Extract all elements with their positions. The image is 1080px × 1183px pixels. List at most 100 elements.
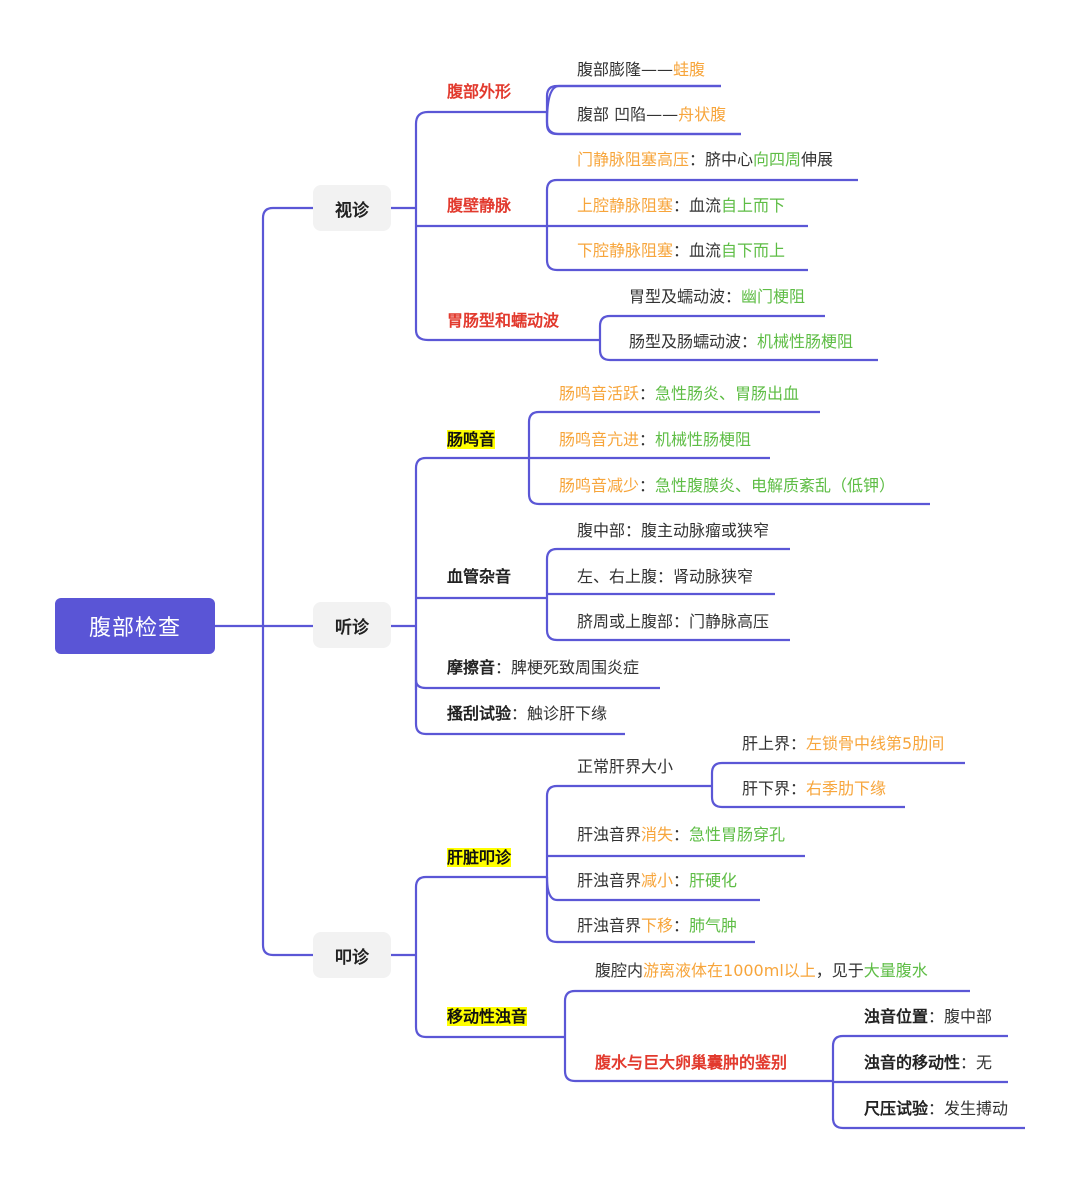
node-ascites-volume[interactable]: 腹腔内游离液体在1000ml以上，见于大量腹水 (595, 960, 928, 982)
node-text-segment: 胃型及蠕动波： (629, 287, 742, 306)
node-text-segment: 浊音位置 (864, 1007, 929, 1026)
node-text-segment: ： (673, 916, 690, 935)
node-text-segment: ： (639, 384, 656, 403)
node-text-segment: 肺气肿 (689, 916, 738, 935)
node-portal-hypertension[interactable]: 门静脉阻塞高压：脐中心向四周伸展 (577, 149, 833, 171)
connector-liver-normal (710, 761, 965, 809)
node-text-segment: 肠型及肠蠕动波： (629, 332, 758, 351)
node-abdominal-sunken[interactable]: 腹部 凹陷——舟状腹 (577, 104, 726, 126)
connector-inspection-trunk (414, 110, 600, 342)
node-text-segment: 胃肠型和蠕动波 (447, 311, 560, 330)
node-bowel-active[interactable]: 肠鸣音活跃：急性肠炎、胃肠出血 (559, 383, 799, 405)
node-text-segment: ：触诊肝下缘 (511, 704, 608, 723)
node-text-segment: 肠鸣音亢进 (559, 430, 640, 449)
node-text-segment: 下腔静脉阻塞 (577, 241, 674, 260)
root-node[interactable]: 腹部检查 (55, 598, 215, 654)
node-friction-rub[interactable]: 摩擦音：脾梗死致周围炎症 (447, 657, 639, 679)
connector-percussion-trunk (414, 875, 565, 1039)
connector-root-trunk (261, 206, 313, 957)
node-dullness-lowered[interactable]: 肝浊音界下移：肺气肿 (577, 915, 737, 937)
node-text-segment: 肠鸣音减少 (559, 476, 640, 495)
node-bowel-sound[interactable]: 肠鸣音 (447, 429, 496, 451)
node-text-segment: 右季肋下缘 (806, 779, 887, 798)
node-shifting-dullness[interactable]: 移动性浊音 (447, 1006, 528, 1028)
node-text-segment: 舟状腹 (678, 105, 727, 124)
node-text-segment: 大量腹水 (863, 961, 928, 980)
node-text-segment: ： (639, 430, 656, 449)
node-dullness-disappear[interactable]: 肝浊音界消失：急性胃肠穿孔 (577, 824, 785, 846)
node-text-segment: ： (673, 871, 690, 890)
connector-abd-vein (545, 178, 858, 272)
node-text-segment: 肝下界： (742, 779, 807, 798)
node-bruit-umbilical[interactable]: 脐周或上腹部：门静脉高压 (577, 611, 769, 633)
node-dullness-reduced[interactable]: 肝浊音界减小：肝硬化 (577, 870, 737, 892)
node-text-segment: 腹部外形 (447, 82, 512, 101)
node-text-segment: 肠鸣音活跃 (559, 384, 640, 403)
node-text-segment: 腹水与巨大卵巢囊肿的鉴别 (595, 1053, 788, 1072)
node-text-segment: 蛙腹 (673, 60, 706, 79)
node-text-segment: 肝上界： (742, 734, 807, 753)
node-text-segment: ：腹中部 (928, 1007, 993, 1026)
node-ascites-vs-ovarian-cyst[interactable]: 腹水与巨大卵巢囊肿的鉴别 (595, 1052, 787, 1074)
node-liver-lower-border[interactable]: 肝下界：右季肋下缘 (742, 778, 886, 800)
node-text-segment: 左、右上腹：肾动脉狭窄 (577, 567, 754, 586)
node-text-segment: 移动性浊音 (447, 1007, 528, 1026)
node-text-segment: 上腔静脉阻塞 (577, 196, 674, 215)
node-text-segment: 肝浊音界 (577, 871, 642, 890)
node-text-segment: 左锁骨中线第5肋间 (806, 734, 945, 753)
node-text-segment: 机械性肠梗阻 (757, 332, 854, 351)
node-liver-normal-size[interactable]: 正常肝界大小 (577, 756, 673, 778)
node-text-segment: 正常肝界大小 (577, 757, 674, 776)
connector-shifting (563, 989, 970, 1083)
node-text-segment: 肝硬化 (689, 871, 738, 890)
node-text-segment: 自上而下 (721, 196, 786, 215)
node-text-segment: 消失 (641, 825, 674, 844)
node-text-segment: ：血流 (673, 196, 722, 215)
node-gastric-wave[interactable]: 胃型及蠕动波：幽门梗阻 (629, 286, 805, 308)
node-text-segment: 急性肠炎、胃肠出血 (655, 384, 800, 403)
node-bowel-reduced[interactable]: 肠鸣音减少：急性腹膜炎、电解质紊乱（低钾） (559, 475, 895, 497)
node-dullness-position[interactable]: 浊音位置：腹中部 (864, 1006, 992, 1028)
connector-bruit (545, 547, 790, 642)
node-scratch-test[interactable]: 搔刮试验：触诊肝下缘 (447, 703, 607, 725)
node-auscultation[interactable]: 听诊 (313, 602, 391, 648)
node-text-segment: ：血流 (673, 241, 722, 260)
node-text-segment: 急性胃肠穿孔 (689, 825, 786, 844)
node-bowel-hyperactive[interactable]: 肠鸣音亢进：机械性肠梗阻 (559, 429, 751, 451)
node-text-segment: 腹壁静脉 (447, 196, 512, 215)
node-text-segment: 浊音的移动性 (864, 1053, 961, 1072)
node-text-segment: 摩擦音 (447, 658, 496, 677)
node-text-segment: 自下而上 (721, 241, 786, 260)
node-liver-upper-border[interactable]: 肝上界：左锁骨中线第5肋间 (742, 733, 944, 755)
node-text-segment: 腹腔内 (595, 961, 644, 980)
node-intestinal-wave[interactable]: 肠型及肠蠕动波：机械性肠梗阻 (629, 331, 853, 353)
node-abdominal-wall-vein[interactable]: 腹壁静脉 (447, 195, 511, 217)
node-abdominal-bulge[interactable]: 腹部膨隆——蛙腹 (577, 59, 705, 81)
node-text-segment: 肝浊音界 (577, 825, 642, 844)
connector-peristalsis (598, 314, 878, 362)
node-inspection[interactable]: 视诊 (313, 185, 391, 231)
node-text-segment: 急性腹膜炎、电解质紊乱（低钾） (655, 476, 896, 495)
node-ivc-obstruction[interactable]: 下腔静脉阻塞：血流自下而上 (577, 240, 785, 262)
node-peristalsis[interactable]: 胃肠型和蠕动波 (447, 310, 559, 332)
node-percussion[interactable]: 叩诊 (313, 932, 391, 978)
node-text-segment: 尺压试验 (864, 1099, 929, 1118)
node-abdominal-shape[interactable]: 腹部外形 (447, 81, 511, 103)
node-bruit-mid[interactable]: 腹中部：腹主动脉瘤或狭窄 (577, 520, 769, 542)
node-svc-obstruction[interactable]: 上腔静脉阻塞：血流自上而下 (577, 195, 785, 217)
node-text-segment: 肝脏叩诊 (447, 848, 512, 867)
node-vascular-bruit[interactable]: 血管杂音 (447, 566, 511, 588)
node-ruler-pressure-test[interactable]: 尺压试验：发生搏动 (864, 1098, 1008, 1120)
node-text-segment: 腹部 凹陷—— (577, 105, 679, 124)
node-text-segment: 门静脉阻塞高压 (577, 150, 690, 169)
node-bruit-upper[interactable]: 左、右上腹：肾动脉狭窄 (577, 566, 753, 588)
connector-liver-perc (545, 784, 755, 944)
node-liver-percussion[interactable]: 肝脏叩诊 (447, 847, 512, 869)
node-dullness-mobility[interactable]: 浊音的移动性：无 (864, 1052, 992, 1074)
node-text-segment: ：脐中心 (689, 150, 754, 169)
node-text-segment: ：发生搏动 (928, 1099, 1009, 1118)
node-text-segment: 肠鸣音 (447, 430, 496, 449)
node-text-segment: 机械性肠梗阻 (655, 430, 752, 449)
node-text-segment: ：脾梗死致周围炎症 (495, 658, 640, 677)
node-text-segment: 脐周或上腹部：门静脉高压 (577, 612, 770, 631)
